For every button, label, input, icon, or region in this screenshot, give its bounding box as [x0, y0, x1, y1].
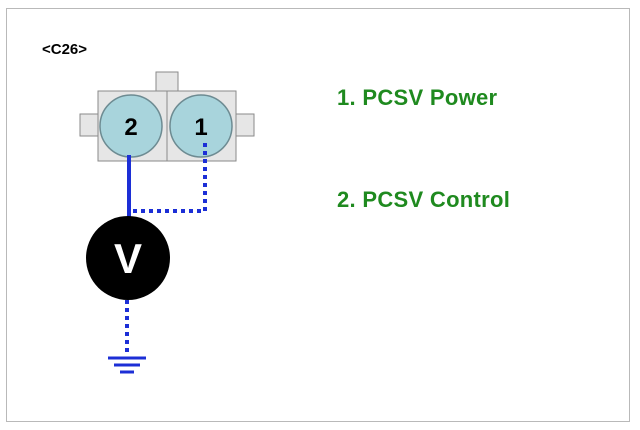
voltmeter-symbol: V: [114, 235, 142, 282]
pin-1-number: 1: [194, 114, 207, 141]
legend-item-pcsv-control: 2. PCSV Control: [337, 187, 511, 212]
probe-pin-1: [131, 143, 207, 213]
legend-item-pcsv-power: 1. PCSV Power: [337, 85, 498, 110]
voltmeter: [86, 216, 170, 300]
connector-latch: [155, 71, 179, 93]
connector-right-tab: [233, 113, 255, 137]
ground-icon: [108, 356, 146, 374]
pin-2-number: 2: [124, 114, 137, 141]
connector-label: <C26>: [42, 41, 88, 58]
diagram-frame: [6, 8, 630, 422]
connector-left-tab: [79, 113, 101, 137]
pin-1: [169, 94, 233, 158]
